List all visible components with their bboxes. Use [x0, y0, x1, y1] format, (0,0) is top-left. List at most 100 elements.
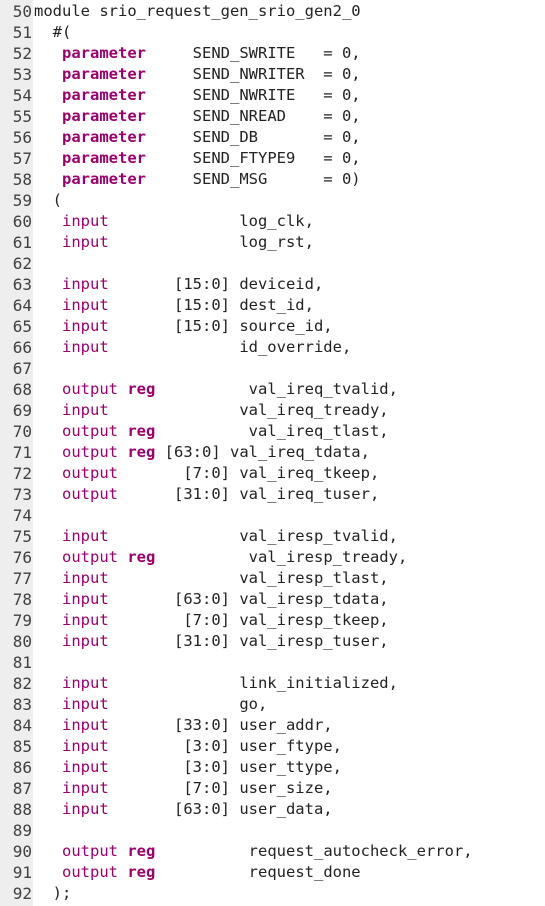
- code-line[interactable]: 64 input [15:0] dest_id,: [0, 295, 545, 316]
- code-text: [34, 275, 62, 293]
- code-text: #(: [34, 23, 72, 41]
- line-number: 61: [12, 233, 32, 252]
- code-content: input [15:0] dest_id,: [34, 295, 314, 316]
- code-line[interactable]: 73 output [31:0] val_ireq_tuser,: [0, 484, 545, 505]
- code-line[interactable]: 83 input go,: [0, 694, 545, 715]
- code-text: [63:0] val_iresp_tdata,: [108, 590, 389, 608]
- code-line[interactable]: 60 input log_clk,: [0, 211, 545, 232]
- line-number: 79: [12, 611, 32, 630]
- io-keyword-token: input: [62, 800, 109, 818]
- code-line[interactable]: 82 input link_initialized,: [0, 673, 545, 694]
- code-text: SEND_NREAD = 0,: [146, 107, 361, 125]
- code-text: );: [34, 884, 72, 902]
- code-line[interactable]: 84 input [33:0] user_addr,: [0, 715, 545, 736]
- code-content: (: [34, 190, 62, 211]
- code-content: input [15:0] deviceid,: [34, 274, 323, 295]
- code-line[interactable]: 51 #(: [0, 22, 545, 43]
- code-line[interactable]: 70 output reg val_ireq_tlast,: [0, 421, 545, 442]
- code-line[interactable]: 89: [0, 820, 545, 841]
- code-text: request_done: [155, 863, 361, 881]
- code-text: [34, 548, 62, 566]
- code-line[interactable]: 62: [0, 253, 545, 274]
- code-line[interactable]: 81: [0, 652, 545, 673]
- code-line[interactable]: 65 input [15:0] source_id,: [0, 316, 545, 337]
- code-line[interactable]: 67: [0, 358, 545, 379]
- code-text: [34, 170, 62, 188]
- code-content: output reg [63:0] val_ireq_tdata,: [34, 442, 370, 463]
- code-text: [31:0] val_ireq_tuser,: [118, 485, 380, 503]
- keyword-token: reg: [127, 842, 156, 860]
- code-line[interactable]: 76 output reg val_iresp_tready,: [0, 547, 545, 568]
- line-number: 76: [12, 548, 32, 567]
- io-keyword-token: input: [62, 233, 109, 251]
- code-line[interactable]: 72 output [7:0] val_ireq_tkeep,: [0, 463, 545, 484]
- line-number: 92: [12, 884, 32, 903]
- code-text: SEND_DB = 0,: [146, 128, 361, 146]
- code-line[interactable]: 66 input id_override,: [0, 337, 545, 358]
- code-line[interactable]: 61 input log_rst,: [0, 232, 545, 253]
- code-text: SEND_NWRITER = 0,: [146, 65, 361, 83]
- line-number: 63: [12, 275, 32, 294]
- line-number: 50: [12, 2, 32, 21]
- code-line[interactable]: 90 output reg request_autocheck_error,: [0, 841, 545, 862]
- code-line[interactable]: 53 parameter SEND_NWRITER = 0,: [0, 64, 545, 85]
- code-line[interactable]: 88 input [63:0] user_data,: [0, 799, 545, 820]
- code-text: link_initialized,: [108, 674, 398, 692]
- code-text: [118, 422, 127, 440]
- code-line[interactable]: 68 output reg val_ireq_tvalid,: [0, 379, 545, 400]
- code-content: parameter SEND_MSG = 0): [34, 169, 361, 190]
- keyword-token: parameter: [62, 65, 146, 83]
- code-line[interactable]: 69 input val_ireq_tready,: [0, 400, 545, 421]
- code-line[interactable]: 87 input [7:0] user_size,: [0, 778, 545, 799]
- code-line[interactable]: 57 parameter SEND_FTYPE9 = 0,: [0, 148, 545, 169]
- code-text: [3:0] user_ttype,: [108, 758, 342, 776]
- line-number: 64: [12, 296, 32, 315]
- line-number: 83: [12, 695, 32, 714]
- keyword-token: reg: [127, 422, 156, 440]
- code-content: parameter SEND_NWRITER = 0,: [34, 64, 361, 85]
- code-content: output [7:0] val_ireq_tkeep,: [34, 463, 379, 484]
- io-keyword-token: input: [62, 296, 109, 314]
- code-line[interactable]: 85 input [3:0] user_ftype,: [0, 736, 545, 757]
- code-content: parameter SEND_DB = 0,: [34, 127, 361, 148]
- code-line[interactable]: 77 input val_iresp_tlast,: [0, 568, 545, 589]
- keyword-token: parameter: [62, 170, 146, 188]
- code-text: [118, 548, 127, 566]
- code-content: input val_ireq_tready,: [34, 400, 389, 421]
- code-line[interactable]: 86 input [3:0] user_ttype,: [0, 757, 545, 778]
- code-text: [118, 842, 127, 860]
- io-keyword-token: input: [62, 695, 109, 713]
- code-content: input [63:0] val_iresp_tdata,: [34, 589, 389, 610]
- code-line[interactable]: 75 input val_iresp_tvalid,: [0, 526, 545, 547]
- code-line[interactable]: 80 input [31:0] val_iresp_tuser,: [0, 631, 545, 652]
- code-line[interactable]: 92 );: [0, 883, 545, 904]
- keyword-token: reg: [127, 380, 156, 398]
- code-line[interactable]: 71 output reg [63:0] val_ireq_tdata,: [0, 442, 545, 463]
- code-line[interactable]: 79 input [7:0] val_iresp_tkeep,: [0, 610, 545, 631]
- code-text: [34, 695, 62, 713]
- line-number: 86: [12, 758, 32, 777]
- line-number: 85: [12, 737, 32, 756]
- code-line[interactable]: 74: [0, 505, 545, 526]
- line-number: 70: [12, 422, 32, 441]
- code-content: output [31:0] val_ireq_tuser,: [34, 484, 379, 505]
- code-text: val_iresp_tvalid,: [108, 527, 398, 545]
- code-text: [34, 800, 62, 818]
- code-content: parameter SEND_NREAD = 0,: [34, 106, 361, 127]
- code-line[interactable]: 63 input [15:0] deviceid,: [0, 274, 545, 295]
- io-keyword-token: input: [62, 401, 109, 419]
- line-number: 81: [12, 653, 32, 672]
- code-line[interactable]: 55 parameter SEND_NREAD = 0,: [0, 106, 545, 127]
- io-keyword-token: output: [62, 443, 118, 461]
- code-line[interactable]: 78 input [63:0] val_iresp_tdata,: [0, 589, 545, 610]
- code-line[interactable]: 56 parameter SEND_DB = 0,: [0, 127, 545, 148]
- code-line[interactable]: 58 parameter SEND_MSG = 0): [0, 169, 545, 190]
- code-line[interactable]: 52 parameter SEND_SWRITE = 0,: [0, 43, 545, 64]
- code-line[interactable]: 54 parameter SEND_NWRITE = 0,: [0, 85, 545, 106]
- code-text: [34, 380, 62, 398]
- code-line[interactable]: 91 output reg request_done: [0, 862, 545, 883]
- code-line[interactable]: 59 (: [0, 190, 545, 211]
